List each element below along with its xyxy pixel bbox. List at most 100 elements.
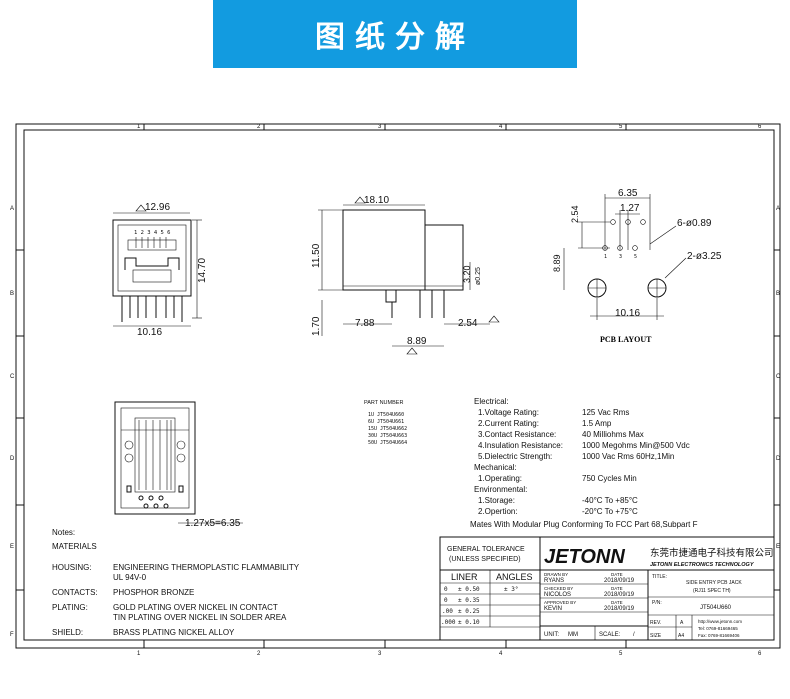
- part-number-title: PART NUMBER: [364, 400, 403, 406]
- environmental-title: Environmental:: [474, 485, 527, 494]
- side-dim-c: 8.89: [407, 336, 427, 347]
- tol-angle: ± 3°: [504, 586, 518, 593]
- pcb-hole-big: 2-ø3.25: [687, 251, 722, 262]
- spec-value: 1.5 Amp: [582, 419, 612, 428]
- col-label-top: 5: [619, 124, 623, 130]
- note-label: HOUSING:: [52, 563, 92, 572]
- materials-title: MATERIALS: [52, 542, 97, 551]
- pcb-layout: 6.35 1.27 2.54 8.89 1 3 5 6-ø0.89 2-ø3.2…: [552, 188, 722, 344]
- liner-header: LINER: [451, 572, 478, 582]
- drawn-date-label: DATE: [611, 572, 623, 577]
- tol-prec: 0: [444, 597, 448, 604]
- pcb-dim-pitch: 1.27: [620, 203, 640, 214]
- title-line-2: (RJ11 SPEC TH): [693, 588, 731, 594]
- pn-label: P/N:: [652, 600, 662, 606]
- tolerance-sub: (UNLESS SPECIFIED): [449, 556, 521, 563]
- row-label-right: D: [776, 456, 781, 462]
- row-label-left: F: [10, 632, 14, 638]
- checked-label: CHECKED BY: [544, 586, 573, 591]
- bottom-view: 1.27x5=6.35: [114, 401, 243, 529]
- spec-label: 5.Dielectric Strength:: [478, 452, 552, 461]
- front-top-dim: 12.96: [145, 202, 170, 213]
- note-value: UL 94V-0: [113, 573, 147, 582]
- note-value: BRASS PLATING NICKEL ALLOY: [113, 628, 235, 637]
- row-label-left: B: [10, 291, 14, 297]
- front-view: 12.96 1 2 3 4 5 6 10.16 14.70: [112, 202, 208, 338]
- company-name-cn: 东莞市捷通电子科技有限公司: [650, 547, 774, 559]
- fax: Fax: 0769-81669406: [698, 633, 740, 638]
- col-label-bottom: 2: [257, 651, 261, 657]
- inner-border: [23, 129, 775, 641]
- part-number-row: 6U JT504U661: [368, 419, 404, 425]
- scale-value: /: [633, 632, 635, 638]
- title-block: GENERAL TOLERANCE (UNLESS SPECIFIED) LIN…: [439, 536, 775, 641]
- row-label-right: C: [776, 374, 781, 380]
- page-banner: 图纸分解: [213, 0, 577, 68]
- col-label-bottom: 4: [499, 651, 503, 657]
- front-pins-label: 1 2 3 4 5 6: [134, 230, 170, 236]
- part-number-row: 15U JT504U662: [368, 426, 407, 432]
- part-number-row: 1U JT504U660: [368, 412, 404, 418]
- outer-border: [15, 123, 781, 649]
- part-number-row: 30U JT504U663: [368, 433, 407, 439]
- scale-label: SCALE:: [599, 632, 621, 638]
- row-label-right: A: [776, 206, 780, 212]
- row-label-right: B: [776, 291, 780, 297]
- tol-prec: 0: [444, 586, 448, 593]
- col-label-bottom: 6: [758, 651, 762, 657]
- row-label-right: E: [776, 544, 780, 550]
- side-pin-dim: 1.70: [311, 316, 322, 336]
- checked-date: 2018/09/19: [604, 592, 635, 598]
- pcb-dim-w: 6.35: [618, 188, 638, 199]
- title-line-1: SIDE ENTRY PCB JACK: [686, 580, 742, 586]
- col-label-top: 6: [758, 124, 762, 130]
- rev-label: REV.: [650, 620, 661, 626]
- spec-label: 2.Opertion:: [478, 507, 518, 516]
- tol-val: ± 0.50: [458, 586, 480, 593]
- pcb-hole-small: 6-ø0.89: [677, 218, 712, 229]
- side-dim-b: 2.54: [458, 318, 478, 329]
- side-view: 18.10 11.50 1.70 7.88 2.54 8.89 3.20 ø0.…: [311, 195, 500, 355]
- drawn-label: DRAWN BY: [544, 572, 568, 577]
- pcb-pin-number: 5: [634, 254, 637, 260]
- angles-header: ANGLES: [496, 572, 533, 582]
- brand-logo: JETONN: [544, 546, 625, 568]
- spec-label: 4.Insulation Resistance:: [478, 441, 563, 450]
- note-label: PLATING:: [52, 603, 88, 612]
- spec-label: 3.Contact Resistance:: [478, 430, 556, 439]
- spec-label: 1.Voltage Rating:: [478, 408, 539, 417]
- unit-value: MM: [568, 632, 578, 638]
- col-label-bottom: 3: [378, 651, 382, 657]
- side-dim-a: 7.88: [355, 318, 375, 329]
- pcb-pin-number: 1: [604, 254, 607, 260]
- notes-title: Notes:: [52, 528, 75, 537]
- col-label-bottom: 5: [619, 651, 623, 657]
- tol-prec: .000: [441, 619, 456, 626]
- pcb-pin-number: 3: [619, 254, 622, 260]
- electrical-title: Electrical:: [474, 397, 509, 406]
- row-label-left: D: [10, 456, 15, 462]
- col-label-top: 3: [378, 124, 382, 130]
- mechanical-title: Mechanical:: [474, 463, 517, 472]
- approved-name: KEVIN: [544, 606, 562, 612]
- side-top-dim: 18.10: [364, 195, 389, 206]
- column-markers: 1 2 3 4 5 6 1 2 3 4 5 6: [137, 124, 762, 657]
- spec-value: 1000 Vac Rms 60Hz,1Min: [582, 452, 674, 461]
- row-markers: A B C D E F A B C D E: [10, 206, 781, 638]
- spec-label: 2.Current Rating:: [478, 419, 539, 428]
- spec-value: -40°C To +85°C: [582, 496, 638, 505]
- side-dim-d: 3.20: [462, 265, 472, 283]
- note-label: CONTACTS:: [52, 588, 98, 597]
- spec-value: 125 Vac Rms: [582, 408, 629, 417]
- title-label: TITLE:: [652, 574, 667, 580]
- note-label: SHIELD:: [52, 628, 83, 637]
- spec-value: 40 Milliohms Max: [582, 430, 644, 439]
- front-side-dim: 14.70: [197, 258, 208, 283]
- specifications: Electrical: 1.Voltage Rating: 125 Vac Rm…: [470, 397, 698, 529]
- note-value: TIN PLATING OVER NICKEL IN SOLDER AREA: [113, 613, 287, 622]
- approved-label: APPROVED BY: [544, 600, 576, 605]
- banner-title: 图纸分解: [315, 20, 475, 55]
- row-label-left: C: [10, 374, 15, 380]
- note-value: GOLD PLATING OVER NICKEL IN CONTACT: [113, 603, 278, 612]
